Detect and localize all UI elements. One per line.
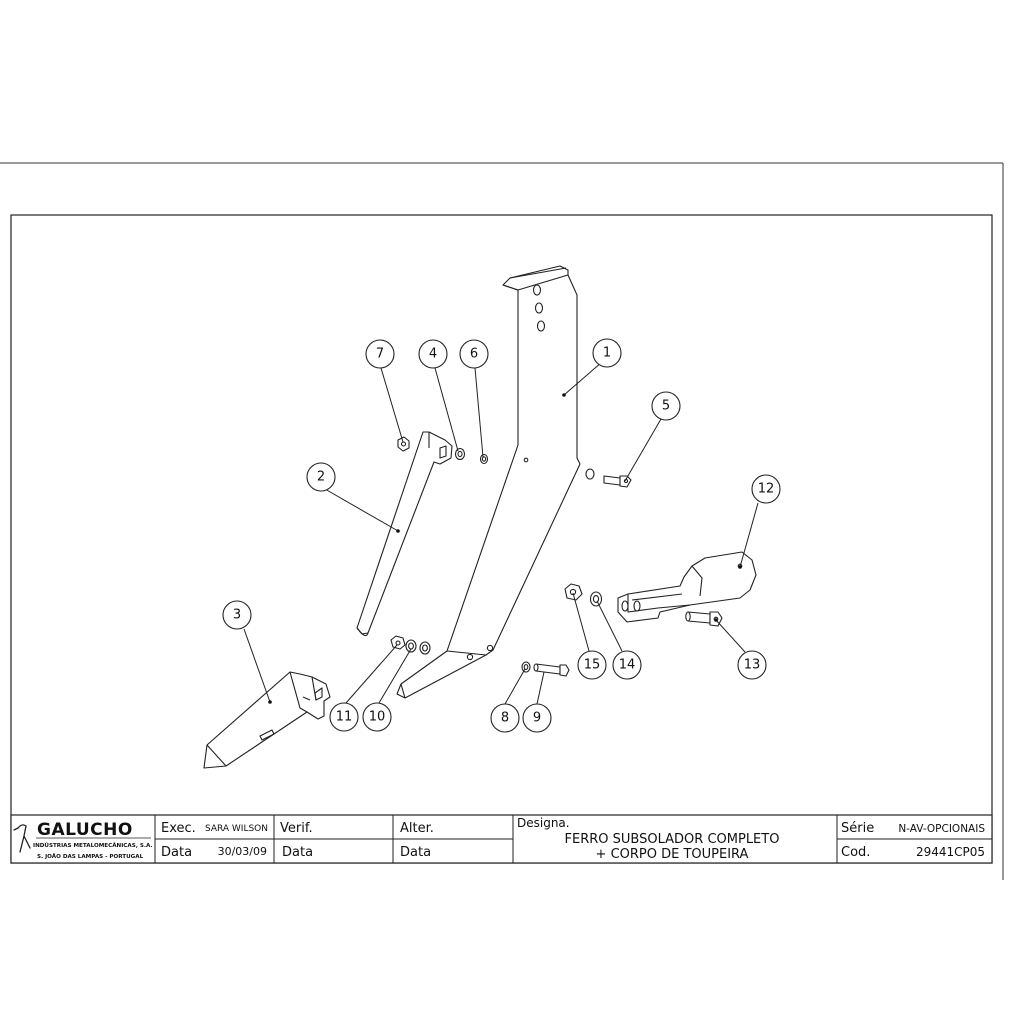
callout-12 bbox=[751, 474, 781, 504]
logo-subtitle-1: INDÚSTRIAS METALOMECÂNICAS, S.A. bbox=[33, 842, 153, 849]
part-5-bolt bbox=[585, 468, 632, 488]
callout-label-10: 10 bbox=[369, 710, 386, 725]
logo-subtitle-2: S. JOÃO DAS LAMPAS - PORTUGAL bbox=[37, 853, 144, 860]
company-logo: GALUCHO INDÚSTRIAS METALOMECÂNICAS, S.A.… bbox=[13, 820, 153, 860]
exec-data-label: Data bbox=[161, 845, 192, 860]
logo-name: GALUCHO bbox=[37, 820, 133, 840]
part-7-nut bbox=[397, 436, 410, 452]
exec-label: Exec. bbox=[161, 821, 196, 836]
callout-leaders bbox=[243, 361, 759, 705]
callout-8 bbox=[490, 703, 520, 733]
alter-label: Alter. bbox=[400, 821, 434, 836]
verif-label: Verif. bbox=[280, 821, 313, 836]
callout-label-14: 14 bbox=[619, 658, 636, 673]
cod-label: Cod. bbox=[841, 845, 870, 860]
callout-2 bbox=[306, 462, 336, 492]
callout-label-15: 15 bbox=[584, 658, 601, 673]
callout-9 bbox=[522, 703, 552, 733]
exec-value: SARA WILSON bbox=[205, 824, 268, 834]
callout-label-11: 11 bbox=[336, 710, 353, 725]
part-6-washer bbox=[479, 453, 489, 465]
serie-label: Série bbox=[841, 821, 874, 836]
designation-label: Designa. bbox=[517, 816, 570, 830]
callout-13 bbox=[737, 650, 767, 680]
callout-label-9: 9 bbox=[533, 711, 541, 726]
part-10-washer bbox=[405, 639, 431, 655]
part-3-tip bbox=[203, 671, 331, 769]
callout-label-4: 4 bbox=[429, 347, 437, 362]
heron-icon bbox=[13, 824, 31, 853]
part-9-bolt bbox=[533, 663, 570, 677]
callout-15 bbox=[577, 650, 607, 680]
verif-data-label: Data bbox=[282, 845, 313, 860]
callout-dots bbox=[268, 393, 742, 704]
designation-line-1: FERRO SUBSOLADOR COMPLETO bbox=[565, 832, 780, 847]
part-1-shank bbox=[396, 265, 581, 699]
callout-label-8: 8 bbox=[501, 711, 509, 726]
callout-numbers: 1 2 3 4 5 6 7 8 9 10 11 12 13 14 15 bbox=[233, 346, 774, 726]
callout-6 bbox=[459, 339, 489, 369]
callout-label-6: 6 bbox=[470, 347, 478, 362]
callout-5 bbox=[651, 391, 681, 421]
callout-4 bbox=[418, 339, 448, 369]
callout-label-2: 2 bbox=[317, 470, 325, 485]
part-2-bar bbox=[356, 431, 453, 637]
callout-label-12: 12 bbox=[758, 482, 775, 497]
callout-14 bbox=[612, 650, 642, 680]
callout-10 bbox=[362, 702, 392, 732]
part-11-nut bbox=[390, 635, 406, 650]
part-12-mole-body bbox=[617, 551, 757, 623]
designation-line-2: + CORPO DE TOUPEIRA bbox=[596, 847, 749, 862]
callout-11 bbox=[329, 702, 359, 732]
callout-label-7: 7 bbox=[376, 347, 384, 362]
exec-data-value: 30/03/09 bbox=[218, 845, 267, 858]
callout-7 bbox=[365, 339, 395, 369]
callout-1 bbox=[592, 338, 622, 368]
callout-label-5: 5 bbox=[662, 399, 670, 414]
callout-label-3: 3 bbox=[233, 608, 241, 623]
part-4-washer bbox=[454, 447, 466, 461]
exploded-assembly bbox=[203, 265, 757, 769]
callout-label-13: 13 bbox=[744, 658, 761, 673]
part-15-nut bbox=[564, 583, 583, 601]
cod-value: 29441CP05 bbox=[916, 845, 985, 859]
part-14-washer bbox=[589, 591, 603, 607]
title-block: GALUCHO INDÚSTRIAS METALOMECÂNICAS, S.A.… bbox=[10, 814, 993, 864]
callout-3 bbox=[222, 600, 252, 630]
callout-bubbles bbox=[222, 338, 781, 733]
alter-data-label: Data bbox=[400, 845, 431, 860]
serie-value: N-AV-OPCIONAIS bbox=[898, 823, 985, 835]
part-8-washer bbox=[521, 661, 531, 673]
callout-label-1: 1 bbox=[603, 346, 611, 361]
